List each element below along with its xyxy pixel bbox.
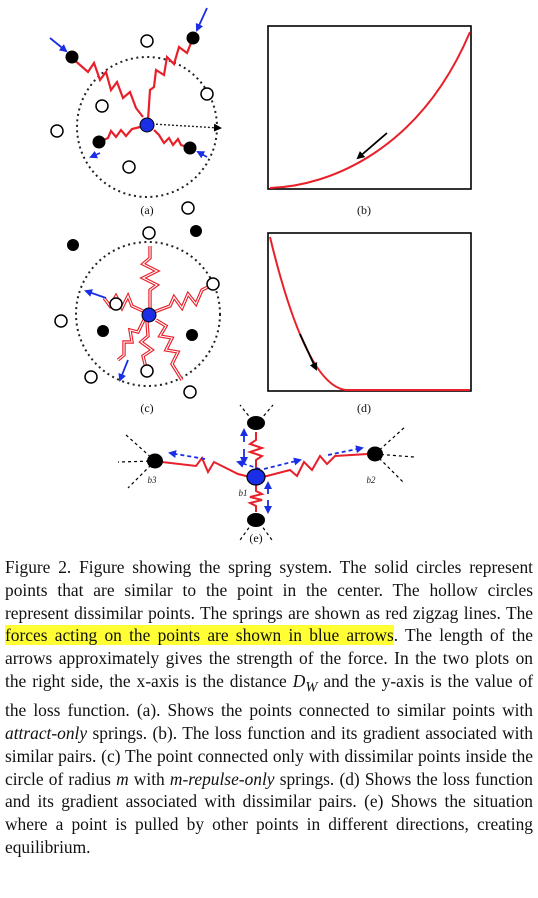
center-point: [141, 307, 157, 323]
similar-point: [186, 329, 198, 341]
panel-d-plot: (d): [267, 232, 472, 415]
dissimilar-point: [206, 277, 220, 291]
panel-a-diagram: (a): [49, 7, 222, 217]
spring-zigzag: [140, 321, 153, 369]
force-arrow: [236, 460, 261, 470]
force-arrow: [168, 450, 206, 460]
loss-curve: [269, 31, 471, 189]
caption-text: springs. (b). The loss function and its …: [5, 723, 533, 789]
spring-zigzag: [141, 246, 159, 308]
caption-lead: Figure 2. Figure showing the spring syst…: [5, 557, 533, 623]
similar-point: [65, 50, 79, 64]
panel-label-e: (e): [249, 531, 262, 545]
similar-point: [67, 239, 79, 251]
loss-curve: [269, 236, 470, 391]
dissimilar-point: [181, 201, 195, 215]
term-m-repulse-only: m-repulse-only: [169, 768, 275, 789]
spring-zigzag: [146, 37, 195, 121]
plot-frame: [267, 25, 472, 190]
dissimilar-point: [140, 364, 154, 378]
panel-e-diagram: b3 b1 b2 (e): [117, 404, 415, 545]
radius-circle: [75, 241, 221, 387]
caption-text: and the y-axis is the value of the loss …: [5, 670, 534, 721]
label-b1: b1: [239, 488, 248, 498]
center-point: [139, 117, 155, 133]
spring-zigzag: [262, 453, 369, 478]
force-arrow: [263, 457, 302, 470]
spring-zigzag: [246, 432, 266, 469]
spring-zigzag: [153, 283, 215, 313]
spring-zigzag: [153, 129, 191, 150]
dissimilar-point: [109, 297, 123, 311]
spring-zigzag: [98, 125, 141, 144]
figure-caption: Figure 2. Figure showing the spring syst…: [5, 556, 533, 859]
symbol-w: W: [305, 679, 318, 696]
symbol-m: m: [116, 768, 129, 789]
similar-point: [97, 325, 109, 337]
force-arrow: [84, 289, 107, 299]
force-arrow: [196, 151, 208, 159]
similar-point: [186, 31, 200, 45]
spring-zigzag: [247, 485, 265, 512]
caption-highlight: forces acting on the points are shown in…: [5, 625, 394, 646]
dashed-connector: [239, 404, 257, 426]
force-arrow: [327, 445, 364, 456]
similar-point: [183, 141, 197, 155]
dashed-connector: [255, 517, 273, 541]
point-b2: [367, 446, 383, 462]
radius-arrow: [151, 123, 222, 132]
spring-zigzag: [161, 456, 251, 478]
gradient-arrow: [299, 333, 318, 371]
symbol-d: D: [292, 670, 306, 691]
caption-text: with: [128, 768, 170, 789]
dissimilar-point: [142, 226, 156, 240]
dissimilar-point: [140, 34, 154, 48]
dissimilar-point: [84, 370, 98, 384]
similar-point: [190, 225, 202, 237]
dissimilar-point: [122, 160, 136, 174]
point-b3: [147, 453, 163, 469]
panel-label-b: (b): [357, 203, 371, 217]
term-attract-only: attract-only: [5, 723, 88, 744]
dissimilar-point: [95, 99, 109, 113]
label-b3: b3: [148, 475, 158, 485]
panel-label-d: (d): [357, 401, 371, 415]
spring-zigzag: [155, 319, 183, 381]
force-arrow: [49, 37, 68, 53]
gradient-arrow: [356, 132, 388, 160]
caption-text: springs. (d) Shows the loss function and…: [5, 768, 534, 858]
dashed-connector: [255, 404, 274, 426]
point-top: [247, 416, 265, 430]
spring-zigzag: [71, 57, 144, 118]
force-arrow: [89, 150, 101, 159]
point-bottom: [247, 513, 265, 527]
dissimilar-point: [50, 124, 64, 138]
panel-label-c: (c): [140, 401, 153, 415]
panel-label-a: (a): [140, 203, 153, 217]
dissimilar-point: [54, 314, 68, 328]
similar-point: [92, 135, 106, 149]
figure-2: (a) (b): [49, 7, 472, 545]
spring-zigzag: [116, 319, 146, 362]
dissimilar-point: [200, 87, 214, 101]
point-b1-center: [246, 468, 266, 486]
dashed-connector: [239, 517, 257, 541]
panel-c-diagram: (c): [54, 225, 221, 415]
spring-zigzag: [117, 319, 145, 361]
panel-b-plot: (b): [267, 25, 472, 217]
label-b2: b2: [367, 475, 377, 485]
force-arrow: [118, 359, 129, 382]
caption-text: . The length of the arrows approximately…: [5, 625, 533, 691]
force-arrow: [195, 7, 208, 32]
plot-frame: [267, 232, 472, 392]
spring-zigzag: [138, 321, 155, 369]
dissimilar-point: [183, 385, 197, 399]
